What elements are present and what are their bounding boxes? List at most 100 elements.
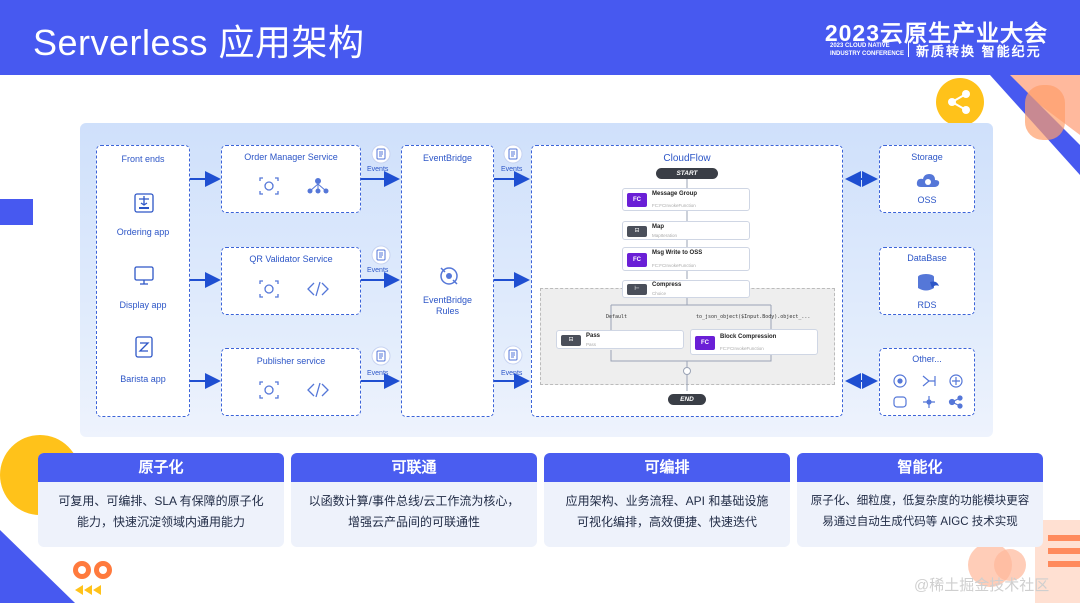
card-line: 可视化编排，高效便捷、快速迭代	[576, 515, 757, 529]
fc-badge: FC	[695, 336, 715, 350]
flow-node-title: Msg Write to OSS	[652, 250, 703, 256]
code-icon	[307, 382, 329, 398]
events-label: Events	[367, 166, 389, 173]
flow-node-title: Pass	[586, 333, 601, 339]
flow-node-pass: ⊟ Pass Pass	[556, 330, 684, 349]
display-app-icon	[134, 266, 154, 285]
eventbridge-rules-line1: EventBridge	[422, 295, 473, 305]
feature-card-intelligence: 智能化 原子化、细粒度，低复杂度的功能模块更容 易通过自动生成代码等 AIGC …	[797, 453, 1043, 547]
conference-slogan: 新质转换 智能纪元	[916, 44, 1042, 59]
decoration-top-right	[936, 75, 1080, 175]
events-icon	[371, 144, 391, 164]
end-node: END	[668, 394, 706, 405]
code-icon	[307, 281, 329, 297]
eventbridge-box: EventBridge EventBridge Rules	[401, 145, 494, 417]
cloudflow-connectors	[610, 178, 772, 391]
conference-en-line1: 2023 CLOUD NATIVE	[830, 43, 890, 49]
ordering-app-icon	[134, 193, 154, 213]
eventbridge-title: EventBridge	[422, 153, 473, 163]
card-title: 可联通	[291, 453, 537, 482]
branch-condition-label: to_json_object($Input.Body).object_...	[696, 314, 811, 320]
events-icon	[371, 245, 391, 265]
card-line: 以函数计算/事件总线/云工作流为核心，	[308, 494, 520, 508]
function-icon	[259, 280, 279, 298]
card-title: 智能化	[797, 453, 1043, 482]
database-title: DataBase	[907, 253, 947, 263]
database-box: DataBase RDS	[879, 247, 975, 315]
conference-en-line2: INDUSTRY CONFERENCE	[830, 51, 905, 57]
pass-icon: ⊟	[561, 335, 581, 346]
flow-node-title: Compress	[652, 282, 682, 288]
order-manager-service-box: Order Manager Service	[221, 145, 361, 213]
slide-header: Serverless 应用架构 2023云原生产业大会 2023 CLOUD N…	[0, 0, 1080, 75]
card-line: 能力，快速沉淀领域内通用能力	[76, 515, 245, 529]
frontends-box: Front ends Ordering app Display app Bari…	[96, 145, 190, 417]
other-title: Other...	[912, 354, 942, 364]
card-line: 应用架构、业务流程、API 和基础设施	[565, 494, 769, 508]
flow-node-subtitle: MapIteration	[652, 233, 678, 238]
flow-node-title: Message Group	[652, 191, 698, 197]
service-grid-icons	[893, 374, 963, 409]
card-body: 原子化、细粒度，低复杂度的功能模块更容 易通过自动生成代码等 AIGC 技术实现	[797, 491, 1043, 533]
card-line: 可复用、可编排、SLA 有保障的原子化	[58, 494, 264, 508]
storage-title: Storage	[911, 152, 943, 162]
network-icon	[307, 178, 329, 194]
oss-icon	[916, 174, 940, 187]
flow-node-title: Block Compression	[720, 334, 777, 340]
map-icon: ⊟	[627, 226, 647, 237]
events-label: Events	[367, 267, 389, 274]
slide-title: Serverless 应用架构	[33, 22, 365, 63]
order-manager-service-title: Order Manager Service	[244, 152, 338, 162]
feature-card-atomization: 原子化 可复用、可编排、SLA 有保障的原子化 能力，快速沉淀领域内通用能力	[38, 453, 284, 547]
card-line: 原子化、细粒度，低复杂度的功能模块更容	[810, 495, 1030, 507]
function-icon	[259, 177, 279, 195]
branch-default-label: Default	[606, 314, 628, 320]
share-icon	[948, 90, 970, 114]
storage-box: Storage OSS	[879, 145, 975, 213]
cloudflow-title: CloudFlow	[663, 153, 711, 164]
feature-card-orchestration: 可编排 应用架构、业务流程、API 和基础设施 可视化编排，高效便捷、快速迭代	[544, 453, 790, 547]
flow-node-compress: ⊢ Compress Choice	[622, 280, 750, 298]
flow-node-title: Map	[652, 224, 664, 230]
watermark: @稀土掘金技术社区	[914, 577, 1050, 594]
storage-item: OSS	[917, 195, 937, 205]
function-icon	[259, 381, 279, 399]
card-line: 易通过自动生成代码等 AIGC 技术实现	[822, 516, 1018, 528]
ordering-app-label: Ordering app	[116, 227, 170, 237]
fc-badge: FC	[627, 193, 647, 207]
rds-icon	[918, 274, 939, 291]
flow-node-subtitle: Choice	[652, 291, 667, 296]
card-body: 应用架构、业务流程、API 和基础设施 可视化编排，高效便捷、快速迭代	[544, 491, 790, 533]
publisher-service-box: Publisher service	[221, 348, 361, 416]
qr-validator-service-box: QR Validator Service	[221, 247, 361, 315]
start-node: START	[656, 168, 718, 179]
card-body: 以函数计算/事件总线/云工作流为核心， 增强云产品间的可联通性	[291, 491, 537, 533]
eventbridge-rules-line2: Rules	[435, 306, 459, 316]
card-body: 可复用、可编排、SLA 有保障的原子化 能力，快速沉淀领域内通用能力	[38, 491, 284, 533]
flow-node-block-compression: FC Block Compression FC:FCInvokeFunction	[690, 329, 818, 355]
barista-app-label: Barista app	[120, 374, 166, 384]
flow-node-map: ⊟ Map MapIteration	[622, 221, 750, 240]
choice-icon: ⊢	[627, 284, 647, 295]
display-app-label: Display app	[119, 300, 167, 310]
card-title: 可编排	[544, 453, 790, 482]
qr-validator-service-title: QR Validator Service	[249, 254, 333, 264]
database-item: RDS	[917, 300, 937, 310]
decoration-left-bar	[0, 199, 33, 225]
frontends-title: Front ends	[121, 154, 165, 164]
events-label: Events	[367, 370, 389, 377]
events-icon	[371, 346, 391, 366]
flow-node-subtitle: Pass	[586, 342, 597, 347]
flow-node-subtitle: FC:FCInvokeFunction	[720, 346, 764, 351]
events-label: Events	[501, 166, 523, 173]
flow-node-subtitle: FC:FCInvokeFunction	[652, 203, 696, 208]
fc-badge: FC	[627, 253, 647, 267]
eventbridge-icon	[440, 267, 458, 285]
events-label: Events	[501, 370, 523, 377]
flow-node-message-group: FC Message Group FC:FCInvokeFunction	[622, 188, 750, 211]
card-line: 增强云产品间的可联通性	[347, 515, 480, 529]
events-icon	[503, 345, 523, 365]
publisher-service-title: Publisher service	[256, 356, 326, 366]
conference-title: 2023云原生产业大会	[824, 20, 1048, 46]
feature-card-connectivity: 可联通 以函数计算/事件总线/云工作流为核心， 增强云产品间的可联通性	[291, 453, 537, 547]
